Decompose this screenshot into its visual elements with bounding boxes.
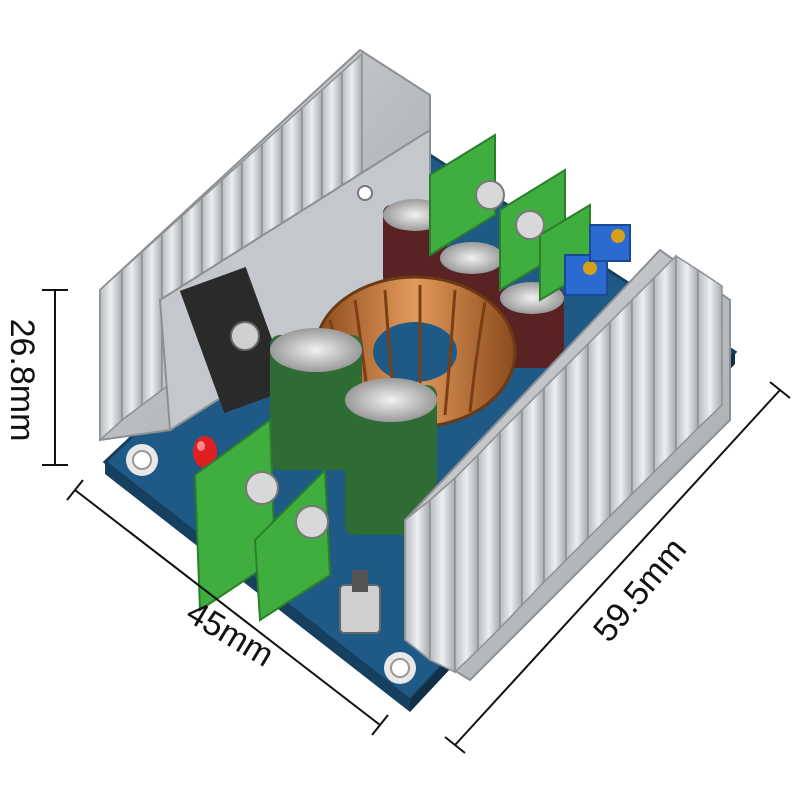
dimension-lines: [42, 289, 791, 754]
power-switch: [339, 570, 381, 634]
capacitors-large: [270, 328, 437, 535]
mounting-holes: [126, 444, 416, 684]
heatsink-right: [404, 248, 731, 682]
width-dimension-line: [74, 489, 381, 726]
potentiometers: [564, 224, 631, 296]
terminal-block-input: [193, 418, 332, 622]
led-indicator: [193, 436, 217, 468]
height-dimension-label: 26.8mm: [3, 318, 41, 442]
terminal-block-output: [429, 133, 591, 302]
heatsink-left: [99, 48, 431, 442]
length-dimension-line: [454, 389, 781, 746]
